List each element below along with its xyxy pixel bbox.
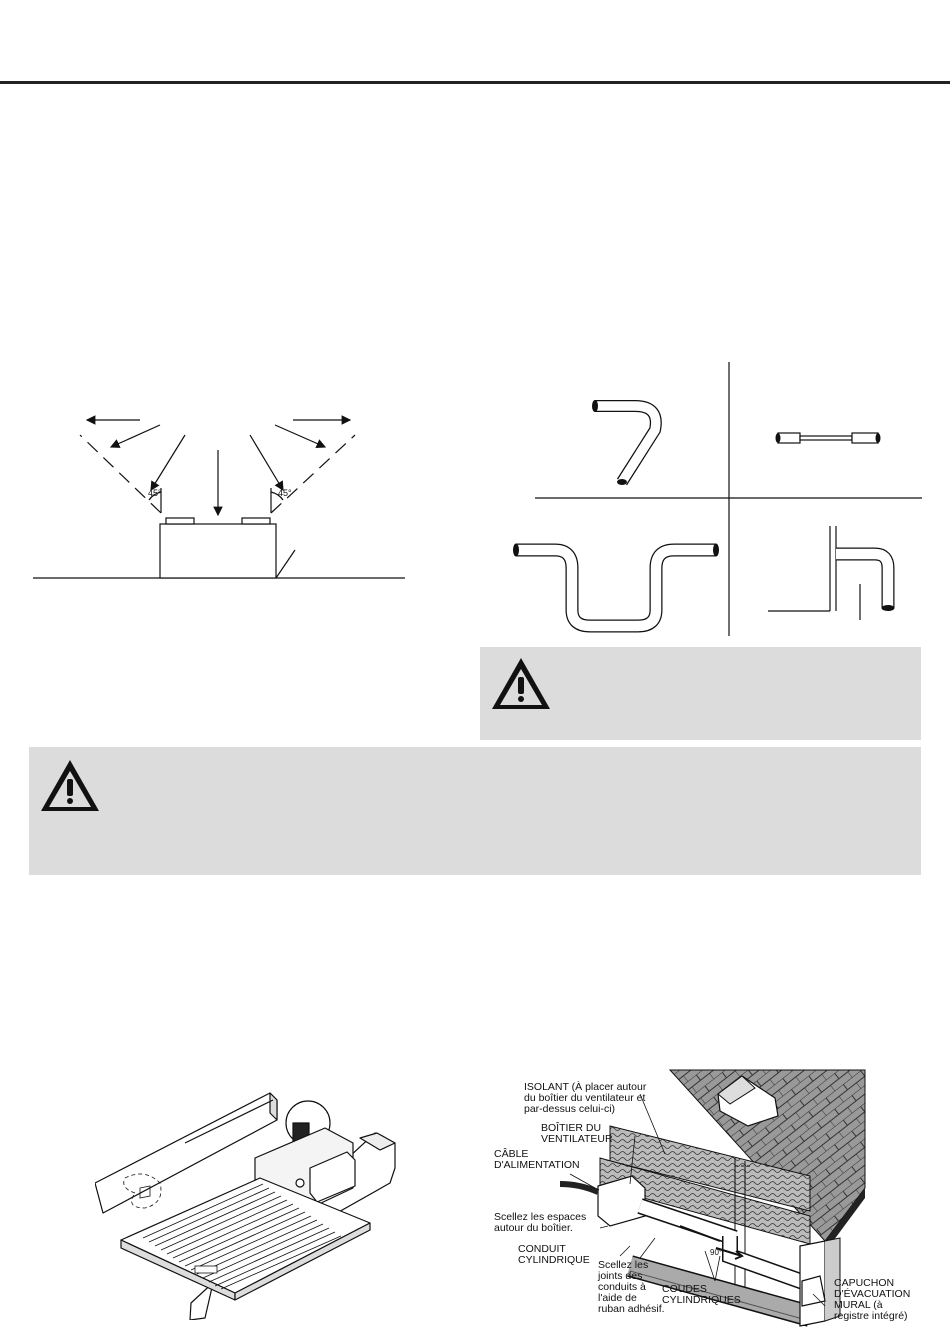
fan-joist-illustration [95,1092,396,1320]
callout-insulation: ISOLANT (À placer autour du boîtier du v… [524,1081,647,1115]
duct-bent-hook [592,400,662,486]
callout-fan-housing: BOÎTIER DU VENTILATEUR [541,1122,613,1145]
duct-straight [775,432,881,444]
angle-label-90: 90° [710,1248,722,1257]
header-rule [0,81,950,84]
duct-u-trap [513,543,719,633]
warning-panel-small [480,647,921,740]
attic-install-illustration: 90° [559,1069,866,1327]
callout-elbows: COUDES CYLINDRIQUES [662,1283,741,1306]
callout-round-duct: CONDUIT CYLINDRIQUE [518,1243,590,1266]
callout-power-cable: CÂBLE D'ALIMENTATION [494,1148,580,1171]
callout-seal-housing: Scellez les espaces autour du boîtier. [494,1211,587,1234]
angle-label-left: 45° [148,488,162,498]
callout-seal-joints: Scellez les joints des conduits à l'aide… [598,1259,665,1315]
angle-label-right: 45° [278,488,292,498]
duct-routing-diagram [513,362,922,636]
housing-angle-diagram: 45° 45° [33,415,405,579]
warning-panel-wide [29,747,921,875]
warning-triangle-icon [492,658,550,709]
callout-wall-cap: CAPUCHON D'ÉVACUATION MURAL (à registre … [834,1277,911,1322]
duct-wall-elbow [768,526,895,620]
warning-triangle-icon [41,760,99,811]
